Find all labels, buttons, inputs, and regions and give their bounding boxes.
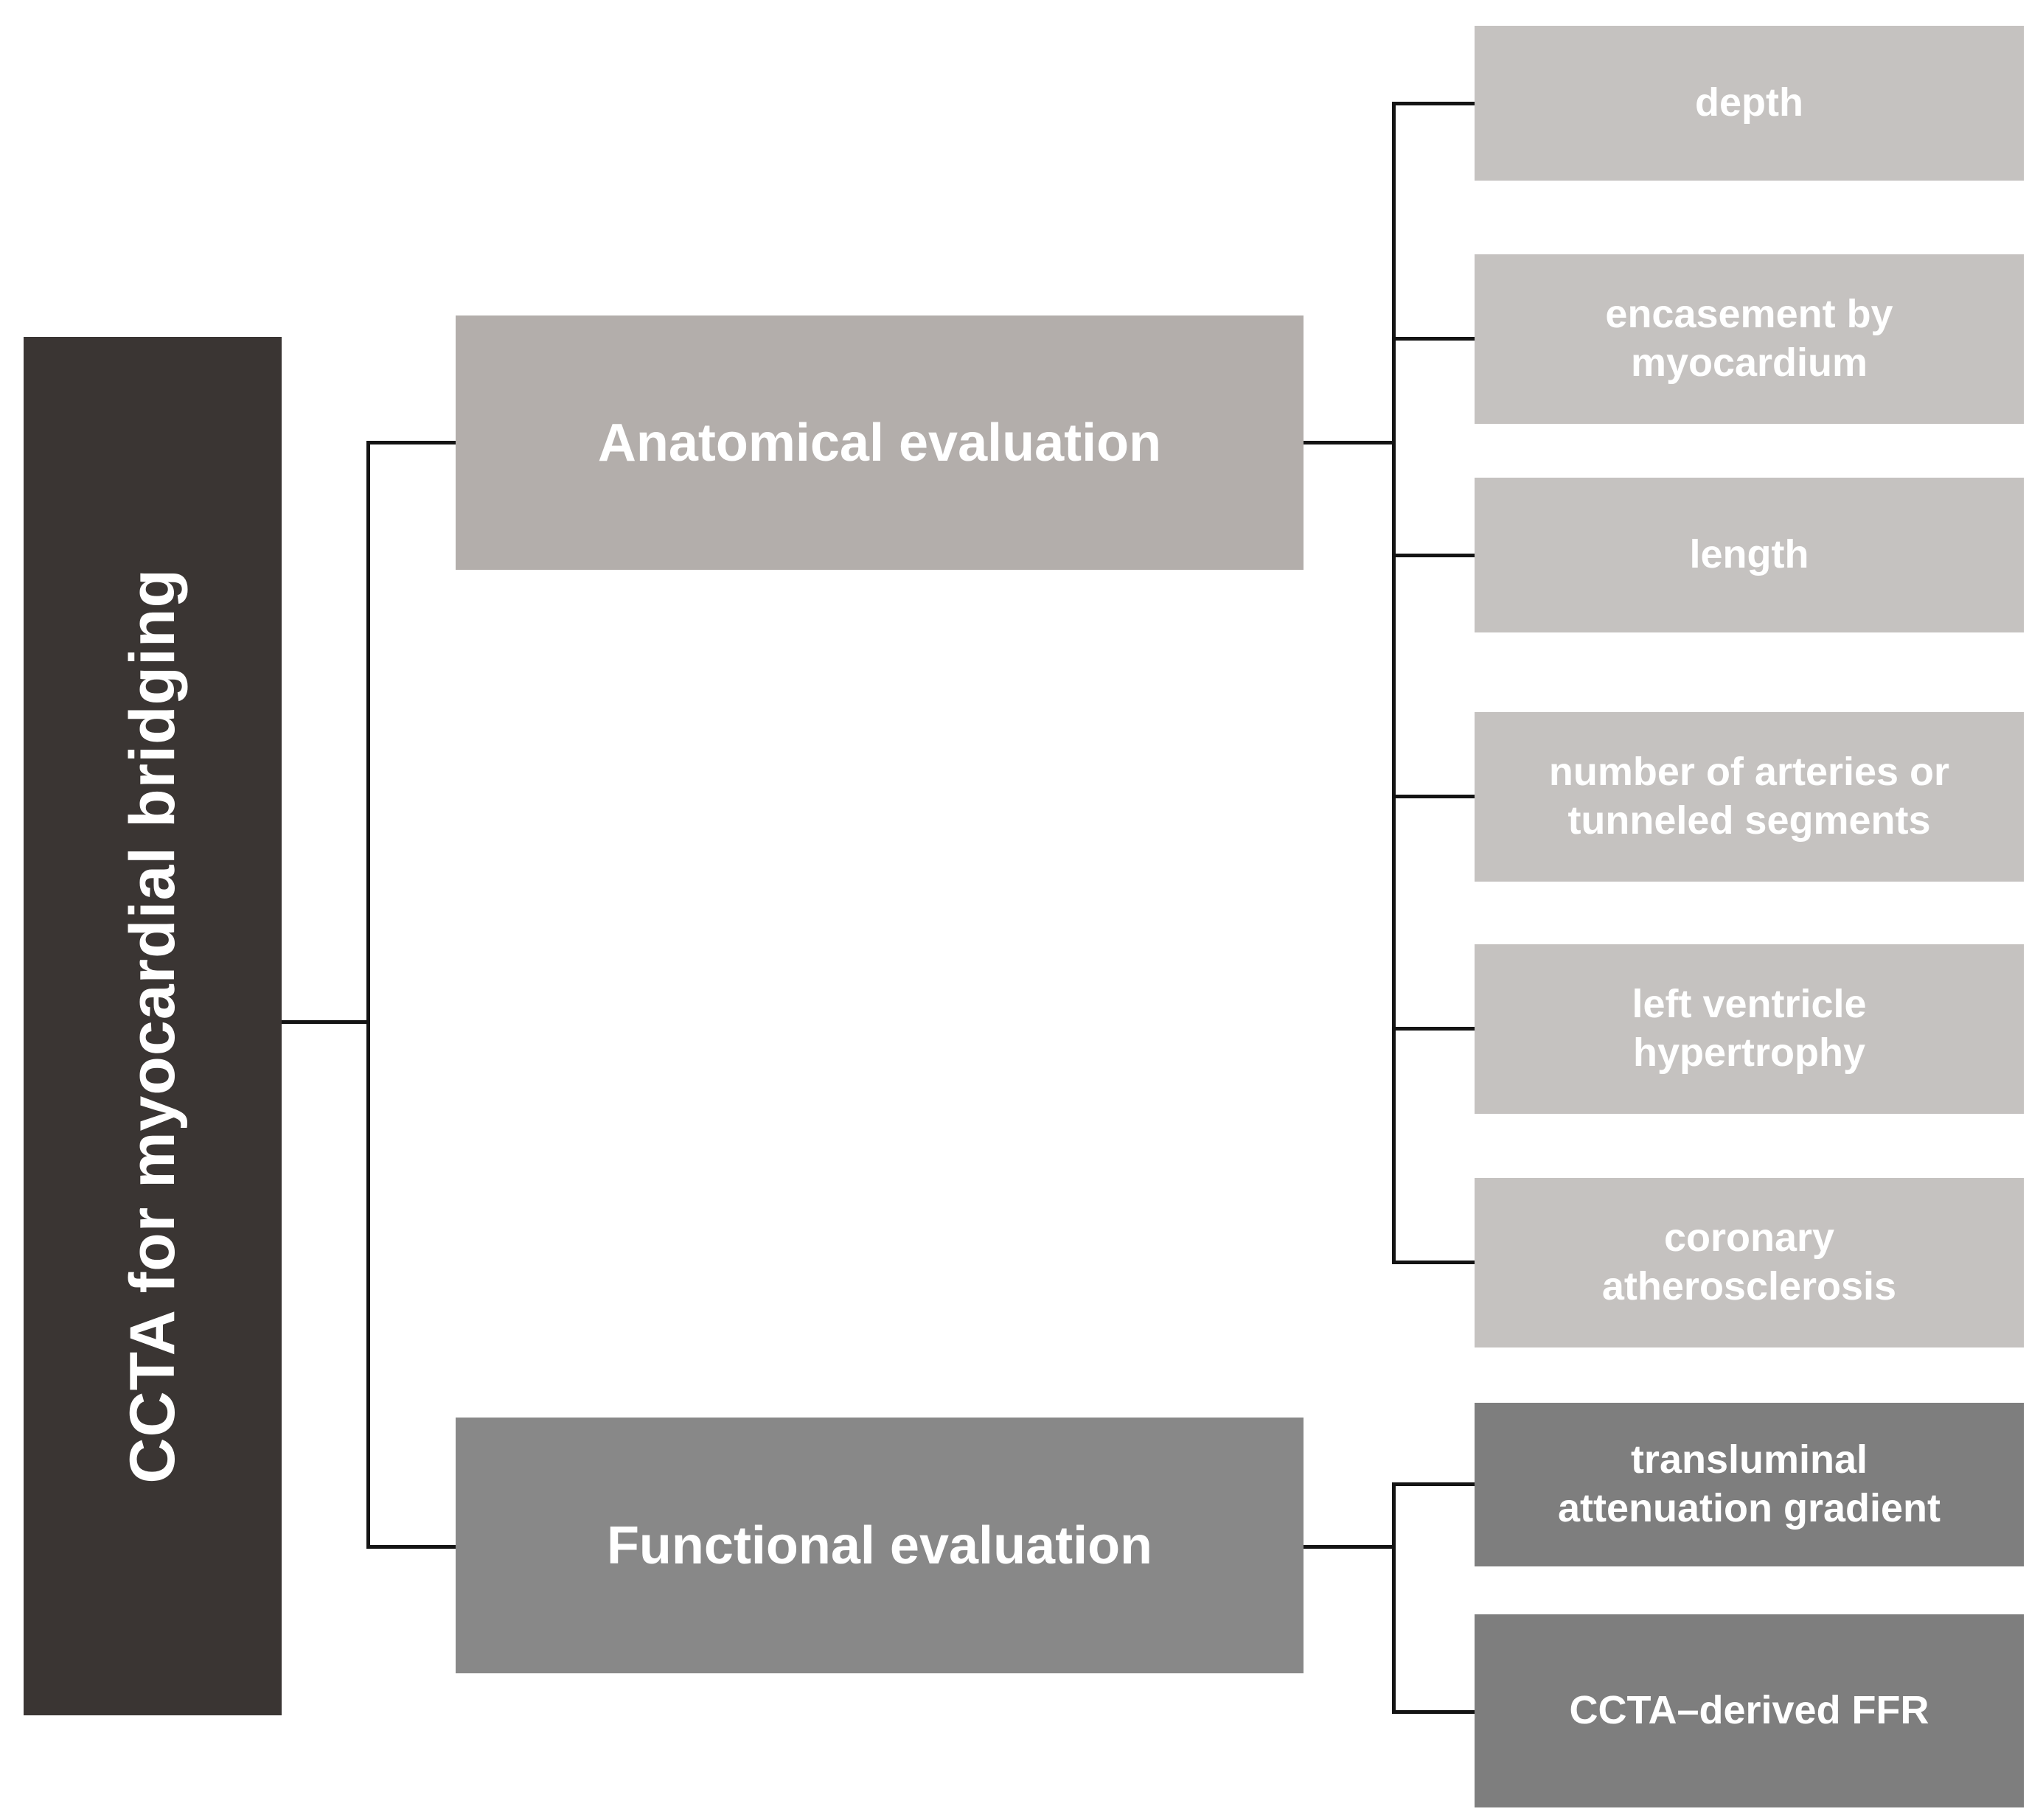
leaf-depth: depth (1475, 26, 2024, 181)
connector-trunk-vertical (366, 441, 370, 1549)
leaf-lvh-label: left ventricle hypertrophy (1632, 982, 1867, 1075)
leaf-ffr-label: CCTA–derived FFR (1569, 1688, 1929, 1733)
leaf-depth-label: depth (1695, 80, 1803, 125)
leaf-encasement-by-myocardium: encasement by myocardium (1475, 254, 2024, 424)
leaf-length-label: length (1689, 532, 1809, 577)
connector-trunk-horizontal (282, 1020, 369, 1024)
connector-stub-encasement (1392, 337, 1475, 341)
leaf-ccta-derived-ffr: CCTA–derived FFR (1475, 1614, 2024, 1807)
connector-stub-length (1392, 554, 1475, 557)
connector-functional-out (1304, 1545, 1393, 1549)
connector-functional-in (369, 1545, 456, 1549)
connector-stub-ccta-derived-ffr (1392, 1710, 1475, 1714)
connector-stub-left-ventricle-hypertrophy (1392, 1027, 1475, 1031)
leaf-left-ventricle-hypertrophy: left ventricle hypertrophy (1475, 944, 2024, 1114)
connector-functional-vertical (1392, 1482, 1396, 1714)
leaf-number-of-arteries-or-tunneled-segments: number of arteries or tunneled segments (1475, 712, 2024, 882)
leaf-coronary-atherosclerosis: coronary atherosclerosis (1475, 1178, 2024, 1347)
branch-anatomical-evaluation: Anatomical evaluation (456, 315, 1304, 570)
connector-anatomical-vertical (1392, 102, 1396, 1264)
connector-stub-coronary-atherosclerosis (1392, 1261, 1475, 1264)
leaf-tag-label: transluminal attenuation gradient (1557, 1437, 1941, 1530)
leaf-coronary-label: coronary atherosclerosis (1601, 1216, 1897, 1308)
root-node-label: CCTA for myocardial bridging (116, 568, 188, 1484)
branch-functional-evaluation: Functional evaluation (456, 1418, 1304, 1673)
connector-stub-number (1392, 795, 1475, 798)
branch-anatomical-label: Anatomical evaluation (597, 413, 1162, 473)
connector-anatomical-out (1304, 441, 1393, 444)
connector-stub-depth (1392, 102, 1475, 105)
root-node-ccta-for-myocardial-bridging: CCTA for myocardial bridging (24, 337, 282, 1715)
leaf-length: length (1475, 478, 2024, 632)
connector-anatomical-in (369, 441, 456, 444)
leaf-encasement-label: encasement by myocardium (1605, 292, 1893, 385)
connector-stub-transluminal-attenuation-gradient (1392, 1482, 1475, 1486)
branch-functional-label: Functional evaluation (606, 1516, 1153, 1575)
leaf-transluminal-attenuation-gradient: transluminal attenuation gradient (1475, 1403, 2024, 1566)
leaf-number-label: number of arteries or tunneled segments (1548, 750, 1950, 843)
